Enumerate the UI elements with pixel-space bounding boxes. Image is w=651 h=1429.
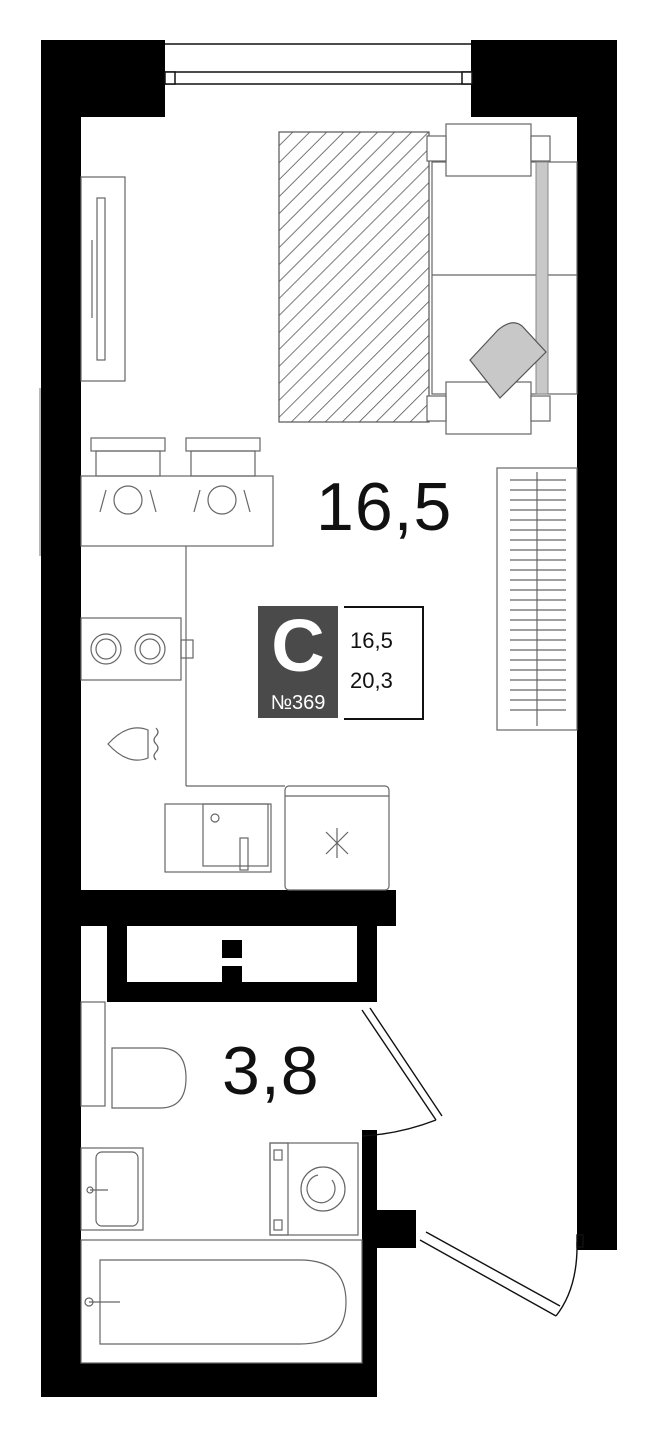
total-area-value: 20,3	[350, 668, 393, 693]
living-area-value: 16,5	[350, 628, 393, 653]
main-room-area: 16,5	[316, 469, 453, 545]
radiator	[496, 467, 578, 731]
doors	[361, 1007, 584, 1317]
bed	[278, 123, 578, 435]
apartment-type-badge: С №369	[258, 606, 338, 718]
area-summary: 16,5 20,3	[344, 606, 424, 720]
wardrobe	[80, 176, 126, 382]
window	[164, 43, 473, 85]
bathroom-fixtures	[80, 1001, 363, 1364]
apartment-number: №369	[270, 692, 326, 714]
apartment-type-letter: С	[271, 604, 325, 687]
walls	[41, 40, 617, 1397]
bathroom-area: 3,8	[222, 1033, 320, 1109]
kitchen	[80, 437, 390, 891]
